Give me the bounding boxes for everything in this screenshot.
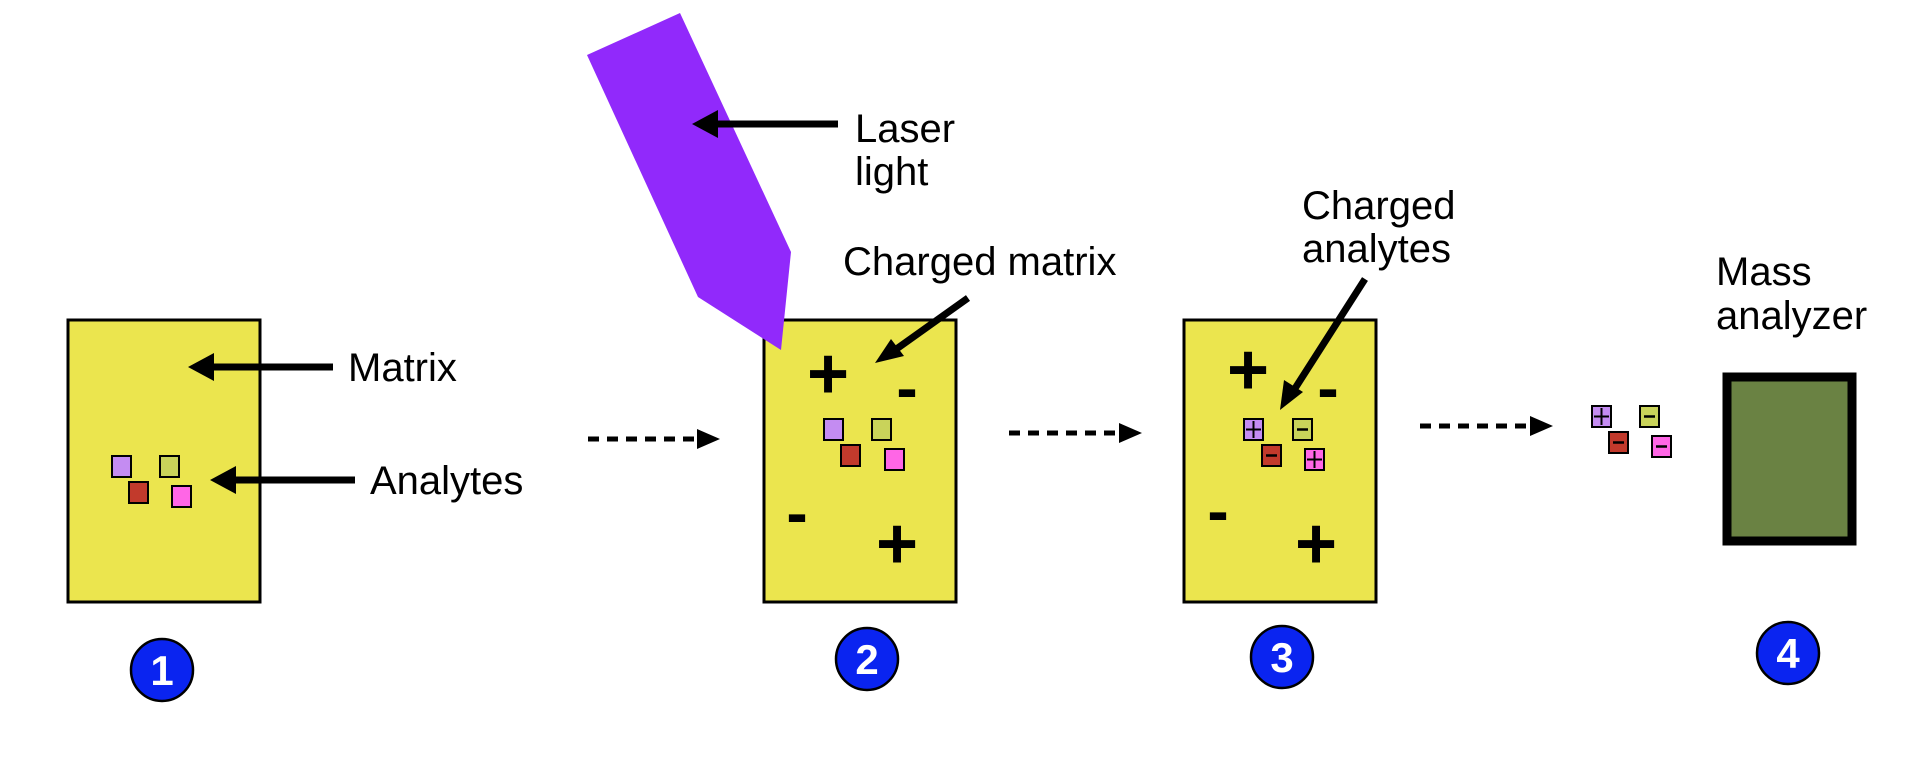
free-charged-analytes xyxy=(1591,405,1672,458)
svg-text:2: 2 xyxy=(855,636,878,683)
analyte-green xyxy=(871,418,892,441)
mass-analyzer-label-line1: Mass xyxy=(1716,250,1812,294)
analytes-group-2 xyxy=(823,418,905,471)
charge-plus: + xyxy=(876,504,918,584)
matrix-label: Matrix xyxy=(348,346,457,390)
step-badge-1: 1 xyxy=(129,637,195,703)
step-badge-2: 2 xyxy=(834,626,900,692)
charged-analytes-label-line2: analytes xyxy=(1302,227,1451,271)
analyte-red xyxy=(128,481,149,504)
matrix-pointer-arrowhead xyxy=(188,353,214,381)
laser-pointer-arrowhead xyxy=(692,110,718,138)
charged-analytes-label-line1: Charged xyxy=(1302,184,1455,228)
charged-analytes-pointer-arrow xyxy=(1291,277,1368,392)
analyte-pink xyxy=(171,485,192,508)
svg-text:4: 4 xyxy=(1776,630,1800,677)
analyte-purple-positive xyxy=(1243,418,1264,441)
analyte-green xyxy=(159,455,180,478)
charge-minus: - xyxy=(786,477,807,549)
analyte-green-negative xyxy=(1639,405,1660,428)
mass-analyzer-label-line2: analyzer xyxy=(1716,294,1867,338)
analyte-purple-positive xyxy=(1591,405,1612,428)
analyte-pink-negative xyxy=(1651,435,1672,458)
charge-minus: - xyxy=(1207,475,1228,547)
analyte-red xyxy=(840,444,861,467)
flow-arrowhead-3-4 xyxy=(1530,416,1553,436)
step-badge-3: 3 xyxy=(1249,624,1315,690)
svg-text:1: 1 xyxy=(150,647,173,694)
analyte-red-negative xyxy=(1261,444,1282,467)
charge-plus: + xyxy=(807,334,849,414)
charge-plus: + xyxy=(1295,504,1337,584)
analytes-group-1 xyxy=(111,455,192,508)
analyte-purple xyxy=(111,455,132,478)
charged-matrix-pointer-arrow xyxy=(892,295,971,353)
laser-label-line2: light xyxy=(855,150,928,194)
charged-matrix-pointer-arrowhead xyxy=(875,339,904,363)
charge-plus: + xyxy=(1227,330,1269,410)
charge-minus: - xyxy=(1317,352,1338,424)
charged-analytes-pointer-arrowhead xyxy=(1280,380,1303,410)
analyte-pink-positive xyxy=(1304,448,1325,471)
flow-arrowhead-1-2 xyxy=(697,429,720,449)
analyte-pink xyxy=(884,448,905,471)
mass-analyzer xyxy=(1722,372,1857,546)
charged-analytes-group-3 xyxy=(1243,418,1325,471)
step-badge-4: 4 xyxy=(1755,620,1821,686)
analyte-red-negative xyxy=(1608,431,1629,454)
charged-matrix-label: Charged matrix xyxy=(843,240,1116,284)
analytes-label: Analytes xyxy=(370,459,523,503)
charge-minus: - xyxy=(896,352,917,424)
flow-arrowhead-2-3 xyxy=(1119,423,1142,443)
svg-text:3: 3 xyxy=(1270,634,1293,681)
laser-beam xyxy=(587,13,791,350)
analyte-purple xyxy=(823,418,844,441)
laser-label-line1: Laser xyxy=(855,107,955,151)
analytes-pointer-arrowhead xyxy=(210,466,236,494)
analyte-green-negative xyxy=(1292,418,1313,441)
